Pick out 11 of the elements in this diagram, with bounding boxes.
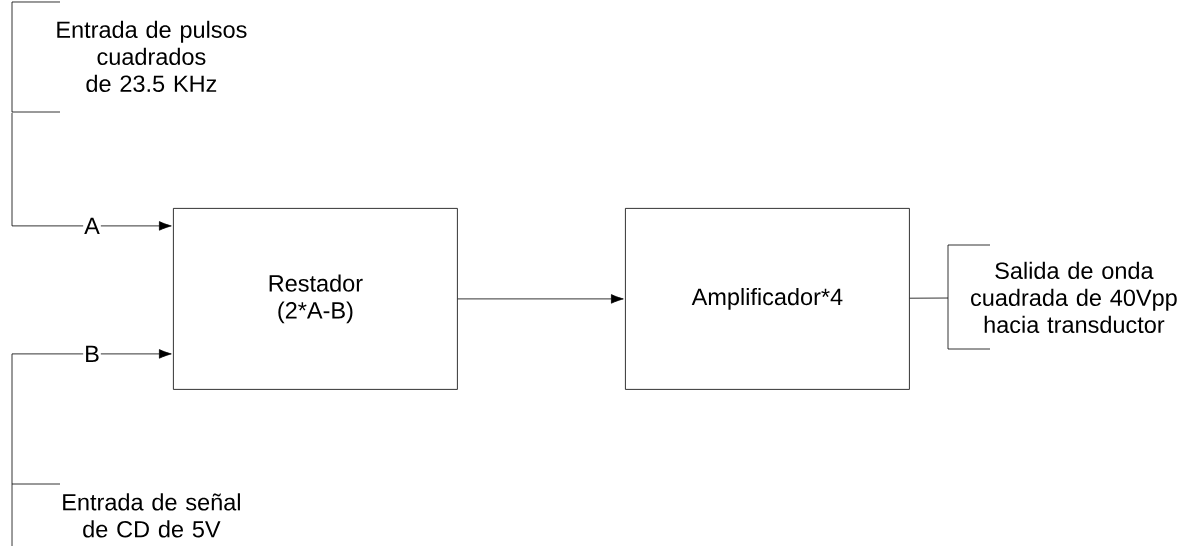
arrow [11,112,172,231]
process-box: Amplificador*4 [625,208,910,390]
arrow [11,349,172,485]
arrow [457,294,624,304]
callout-text: Entrada de señal de CD de 5V [63,493,240,538]
process-box: Restador (2*A-B) [173,208,458,390]
edge-label: A [84,217,100,234]
callout-text: Salida de onda cuadrada de 40Vpp hacia transductor [971,261,1177,334]
connector-line [909,297,949,299]
callout-text: Entrada de pulsos cuadrados de 23.5 KHz [57,20,247,93]
edge-label: B [86,345,99,362]
